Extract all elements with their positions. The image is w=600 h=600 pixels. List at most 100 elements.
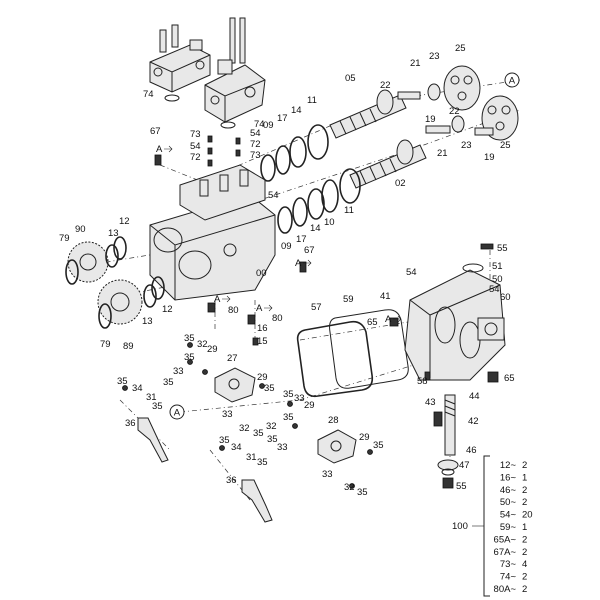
svg-text:A: A (256, 303, 263, 314)
callout-c19a: 19 (425, 114, 436, 125)
callout-c35l: 35 (219, 435, 230, 446)
servo-27 (214, 367, 256, 403)
parts-list-qty: 1 (522, 472, 527, 483)
callout-c29b: 29 (257, 372, 268, 383)
callout-c28: 28 (328, 415, 339, 426)
o-ring-74-left (164, 94, 180, 102)
pump-housing (149, 164, 276, 301)
svg-text:A: A (295, 258, 302, 269)
callout-c65a: 65 (367, 317, 378, 328)
callout-c36a: 36 (125, 418, 136, 429)
callout-c60: 60 (500, 292, 511, 303)
parts-list-qty: 2 (522, 584, 527, 595)
parts-list-part: 16~ (500, 472, 517, 483)
o-ring-47 (441, 468, 455, 476)
callout-c12b: 12 (162, 304, 173, 315)
callout-c80a: 80 (228, 305, 239, 316)
callout-c57: 57 (311, 302, 322, 313)
callout-c02: 02 (395, 178, 406, 189)
callout-c67a: 67 (150, 126, 161, 137)
ring-13-lower (143, 284, 157, 308)
callout-c43: 43 (425, 397, 436, 408)
callout-c31b: 31 (246, 452, 257, 463)
callout-c80b: 80 (272, 313, 283, 324)
svg-text:A: A (174, 408, 181, 419)
ring-79-lower (98, 303, 112, 329)
callout-c25a: 25 (455, 43, 466, 54)
callout-c32a: 32 (197, 339, 208, 350)
ref-mark-ra2: A (169, 404, 185, 420)
cylinder-block-upper (397, 65, 481, 111)
callout-c34b: 34 (231, 442, 242, 453)
ref-mark-ra1: A (504, 72, 520, 88)
parts-list-part: 73~ (500, 559, 517, 570)
callout-labels: 7474547273735472670917141105222123251922… (59, 43, 515, 498)
callout-c11a: 11 (307, 95, 317, 106)
arrow-label-aa1: A (156, 144, 173, 155)
callout-c72b: 72 (190, 152, 201, 163)
callout-c89: 89 (123, 341, 134, 352)
callout-c15: 15 (257, 336, 268, 347)
callout-c59: 59 (343, 294, 354, 305)
callout-c29d: 29 (359, 432, 370, 443)
parts-list-part: 46~ (500, 485, 517, 496)
callout-c33a: 33 (173, 366, 184, 377)
callout-c50: 50 (492, 274, 503, 285)
callout-c79b: 79 (100, 339, 111, 350)
callout-c29a: 29 (207, 344, 218, 355)
callout-c42: 42 (468, 416, 479, 427)
ring-12-upper (113, 236, 127, 260)
o-ring-74-right (220, 121, 236, 129)
callout-c22b: 22 (449, 106, 460, 117)
callout-c32c: 32 (266, 421, 277, 432)
parts-list-qty: 1 (522, 522, 527, 533)
parts-list-qty: 2 (522, 572, 527, 583)
callout-c14b: 14 (310, 223, 321, 234)
parts-list-qty: 2 (522, 547, 527, 558)
parts-list-part: 80A~ (494, 584, 517, 595)
callout-c17b: 17 (296, 234, 307, 245)
callout-c13b: 13 (142, 316, 153, 327)
lever-36-left (137, 417, 169, 463)
callout-c19b: 19 (484, 152, 495, 163)
callout-c11b: 11 (344, 205, 354, 216)
gasket-57 (296, 320, 374, 398)
lever-36-right (241, 479, 273, 523)
callout-c74b: 74 (254, 119, 265, 130)
callout-c33d: 33 (277, 442, 288, 453)
callout-c73b: 73 (190, 129, 201, 140)
callout-c35k: 35 (373, 440, 384, 451)
callout-c35i: 35 (283, 412, 294, 423)
parts-list: 100 12~216~146~250~254~2059~165A~267A~27… (452, 455, 533, 597)
plug-55-bottom (442, 477, 454, 489)
control-valve-right (204, 17, 266, 123)
callout-c51: 51 (492, 261, 503, 272)
ring-stack-lower (277, 168, 361, 234)
ring-79-upper (65, 259, 79, 285)
callout-c12a: 12 (119, 216, 130, 227)
arrow-label-aa4: A (295, 258, 312, 269)
callout-c32b: 32 (239, 423, 250, 434)
parts-list-part: 54~ (500, 510, 517, 521)
svg-text:A: A (156, 144, 163, 155)
callout-c90: 90 (75, 224, 86, 235)
callout-c35b: 35 (184, 352, 195, 363)
shaft-42-assembly (433, 394, 456, 456)
gear-89 (97, 279, 143, 325)
callout-c33e: 33 (322, 469, 333, 480)
rear-housing-41 (404, 269, 506, 381)
cover-59 (329, 309, 409, 389)
callout-c67b: 67 (304, 245, 315, 256)
callout-c54d: 54 (406, 267, 417, 278)
ring-stack-upper (260, 124, 329, 182)
callout-c29c: 29 (304, 400, 315, 411)
callout-c35a: 35 (184, 333, 195, 344)
parts-list-part: 74~ (500, 572, 517, 583)
parts-list-qty: 2 (522, 485, 527, 496)
svg-text:A: A (214, 294, 221, 305)
parts-list-qty: 2 (522, 497, 527, 508)
callout-c31a: 31 (146, 392, 157, 403)
callout-c35c: 35 (163, 377, 174, 388)
callout-c35h: 35 (283, 389, 294, 400)
callout-c35g: 35 (253, 428, 264, 439)
